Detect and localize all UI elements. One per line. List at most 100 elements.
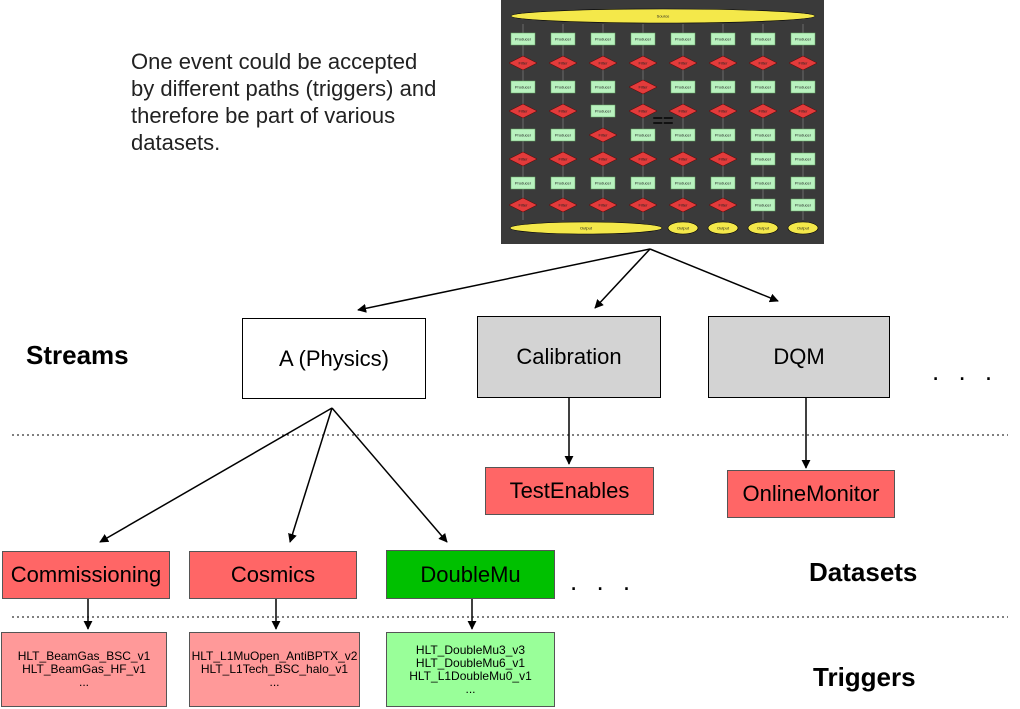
flow-filter-label: Filter	[679, 61, 689, 66]
flow-producer-label: Producer	[595, 109, 612, 114]
flow-filter-label: Filter	[519, 109, 529, 114]
flow-source-label: Source	[657, 14, 670, 19]
flow-filter-node	[628, 197, 658, 213]
flow-filter-node	[508, 103, 538, 119]
flow-producer-node	[670, 32, 696, 46]
flow-filter-node	[588, 151, 618, 167]
flow-filter-label: Filter	[599, 61, 609, 66]
flow-producer-label: Producer	[635, 133, 652, 138]
flow-filter-label: Filter	[519, 203, 529, 208]
flow-producer-label: Producer	[515, 181, 532, 186]
flow-producer-node	[710, 32, 736, 46]
flow-filter-label: Filter	[559, 203, 569, 208]
flow-producer-node	[710, 176, 736, 190]
triggers-cosmics: HLT_L1MuOpen_AntiBPTX_v2 HLT_L1Tech_BSC_…	[189, 632, 360, 707]
flow-producer-node	[510, 128, 536, 142]
trigger-line: HLT_L1DoubleMu0_v1	[409, 668, 532, 683]
arrow-to-calibration	[594, 248, 651, 309]
flow-producer-label: Producer	[595, 181, 612, 186]
trigger-line: HLT_DoubleMu6_v1	[415, 655, 526, 670]
stream-dqm: DQM	[708, 316, 890, 398]
flow-producer-node	[590, 176, 616, 190]
flow-producer-node	[670, 128, 696, 142]
trigger-line: ...	[78, 675, 89, 689]
flow-filter-node	[668, 55, 698, 71]
flow-producer-label: Producer	[795, 37, 812, 42]
flow-output-label: Output	[757, 226, 770, 231]
flow-producer-label: Producer	[715, 181, 732, 186]
trigger-line: HLT_BeamGas_BSC_v1	[17, 649, 151, 663]
flow-producer-label: Producer	[795, 181, 812, 186]
flow-producer-label: Producer	[795, 133, 812, 138]
flow-filter-label: Filter	[519, 157, 529, 162]
flow-producer-node	[790, 32, 816, 46]
flow-producer-label: Producer	[675, 133, 692, 138]
stream-calibration: Calibration	[477, 316, 661, 398]
flow-filter-node	[588, 197, 618, 213]
flow-producer-label: Producer	[755, 203, 772, 208]
flow-producer-node	[710, 128, 736, 142]
flow-output-label: Output	[797, 226, 810, 231]
arrow-to-commissioning	[99, 407, 333, 543]
trigger-line: HLT_DoubleMu3_v3	[415, 642, 526, 657]
flow-producer-node	[550, 80, 576, 94]
flow-producer-node	[750, 198, 776, 212]
flow-filter-label: Filter	[599, 133, 609, 138]
flow-producer-label: Producer	[755, 157, 772, 162]
dataset-onlinemonitor: OnlineMonitor	[727, 470, 895, 518]
flow-producer-node	[630, 176, 656, 190]
flow-producer-label: Producer	[755, 37, 772, 42]
arrow-to-doublemu	[331, 407, 448, 543]
flow-filter-node	[788, 55, 818, 71]
flow-filter-node	[748, 103, 778, 119]
flow-filter-node	[508, 197, 538, 213]
flow-producer-node	[510, 176, 536, 190]
flow-filter-node	[668, 103, 698, 119]
triggers-doublemu: HLT_DoubleMu3_v3 HLT_DoubleMu6_v1 HLT_L1…	[386, 632, 555, 707]
flow-producer-node	[750, 32, 776, 46]
path-flow-diagram: SourceProducerFilterProducerFilterProduc…	[501, 0, 824, 244]
dataset-cosmics: Cosmics	[189, 551, 357, 599]
flow-producer-node	[550, 32, 576, 46]
flow-filter-node	[708, 197, 738, 213]
flow-producer-node	[790, 176, 816, 190]
flow-filter-node	[588, 55, 618, 71]
flow-filter-label: Filter	[639, 85, 649, 90]
flow-producer-label: Producer	[635, 181, 652, 186]
flow-output-label: Output	[580, 226, 593, 231]
flow-filter-node	[588, 127, 618, 143]
flow-filter-node	[708, 103, 738, 119]
flow-producer-label: Producer	[795, 85, 812, 90]
flow-producer-label: Producer	[715, 85, 732, 90]
flow-filter-label: Filter	[679, 203, 689, 208]
flow-producer-label: Producer	[675, 85, 692, 90]
dataset-commissioning: Commissioning	[2, 551, 170, 599]
flow-equals-sign: ==	[652, 111, 673, 131]
flow-filter-label: Filter	[639, 203, 649, 208]
triggers-commissioning: HLT_BeamGas_BSC_v1 HLT_BeamGas_HF_v1 ...	[1, 632, 167, 707]
flow-filter-node	[628, 55, 658, 71]
flow-filter-label: Filter	[799, 61, 809, 66]
flow-producer-node	[550, 128, 576, 142]
flow-producer-node	[630, 32, 656, 46]
flow-filter-label: Filter	[719, 203, 729, 208]
flow-filter-label: Filter	[719, 109, 729, 114]
datasets-more-indicator: . . .	[570, 566, 637, 596]
flow-producer-label: Producer	[515, 37, 532, 42]
flow-filter-node	[708, 55, 738, 71]
flow-filter-node	[708, 151, 738, 167]
flow-producer-node	[510, 32, 536, 46]
flow-filter-label: Filter	[639, 157, 649, 162]
flow-producer-node	[590, 104, 616, 118]
dataset-testenables: TestEnables	[485, 467, 654, 515]
flow-producer-node	[670, 176, 696, 190]
flow-filter-label: Filter	[519, 61, 529, 66]
flow-producer-label: Producer	[715, 37, 732, 42]
trigger-line: HLT_L1Tech_BSC_halo_v1	[200, 662, 349, 676]
flow-output-ellipse	[707, 221, 739, 235]
flow-filter-node	[508, 151, 538, 167]
arrow-to-dqm	[649, 248, 779, 303]
flow-filter-label: Filter	[639, 61, 649, 66]
flow-filter-node	[548, 197, 578, 213]
flow-filter-node	[628, 79, 658, 95]
